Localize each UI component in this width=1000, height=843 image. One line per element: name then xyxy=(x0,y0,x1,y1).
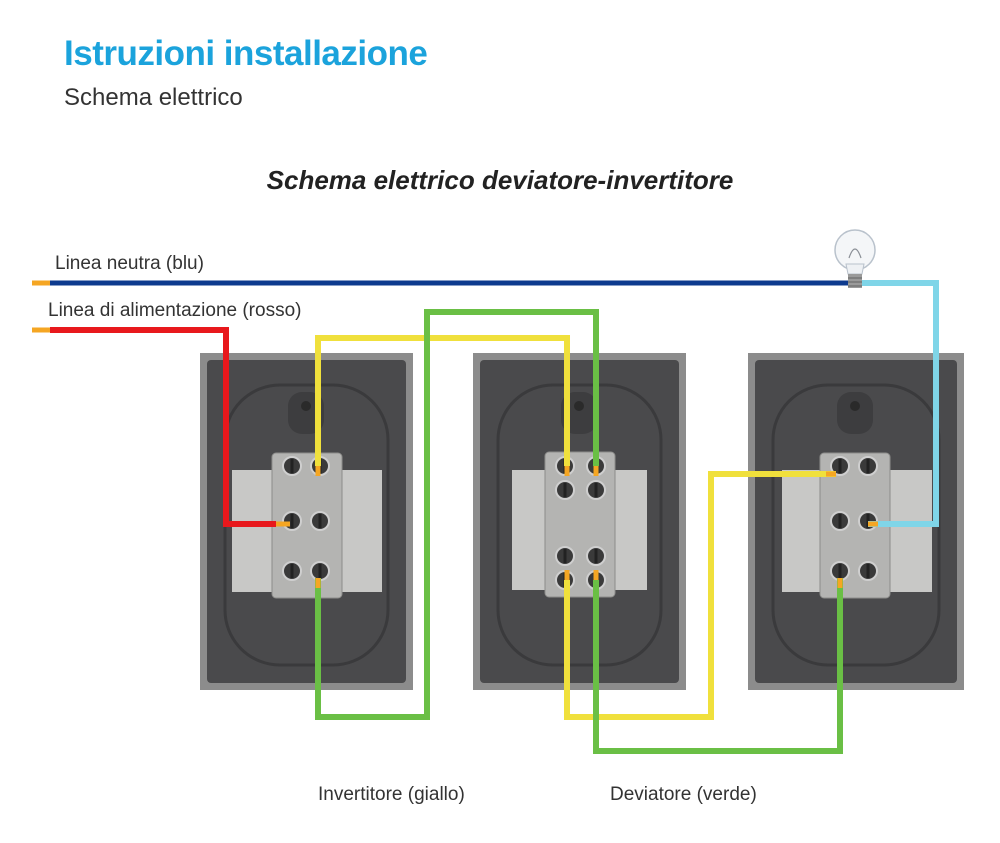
switch-plate-left xyxy=(200,353,413,690)
green-wire-inverter-bottom xyxy=(315,309,599,720)
switch-plate-right xyxy=(748,353,964,690)
page-title: Istruzioni installazione xyxy=(64,34,428,73)
deviator-label: Deviatore (verde) xyxy=(610,784,757,805)
lamp-return-wire xyxy=(862,280,939,527)
diagram-title: Schema elettrico deviatore-invertitore xyxy=(266,165,734,195)
live-wire-label: Linea di alimentazione (rosso) xyxy=(48,300,302,321)
yellow-wire-deviator xyxy=(564,471,836,720)
switch-plate-middle xyxy=(473,353,686,690)
neutral-wire-label: Linea neutra (blu) xyxy=(55,253,204,274)
page-subtitle: Schema elettrico xyxy=(64,84,243,111)
light-bulb-icon xyxy=(834,229,876,288)
yellow-wire-inverter-top xyxy=(315,335,570,466)
terminal-tips xyxy=(315,466,878,588)
inverter-label: Invertitore (giallo) xyxy=(318,784,465,805)
live-wire xyxy=(32,327,290,527)
green-wire-deviator xyxy=(593,578,843,754)
